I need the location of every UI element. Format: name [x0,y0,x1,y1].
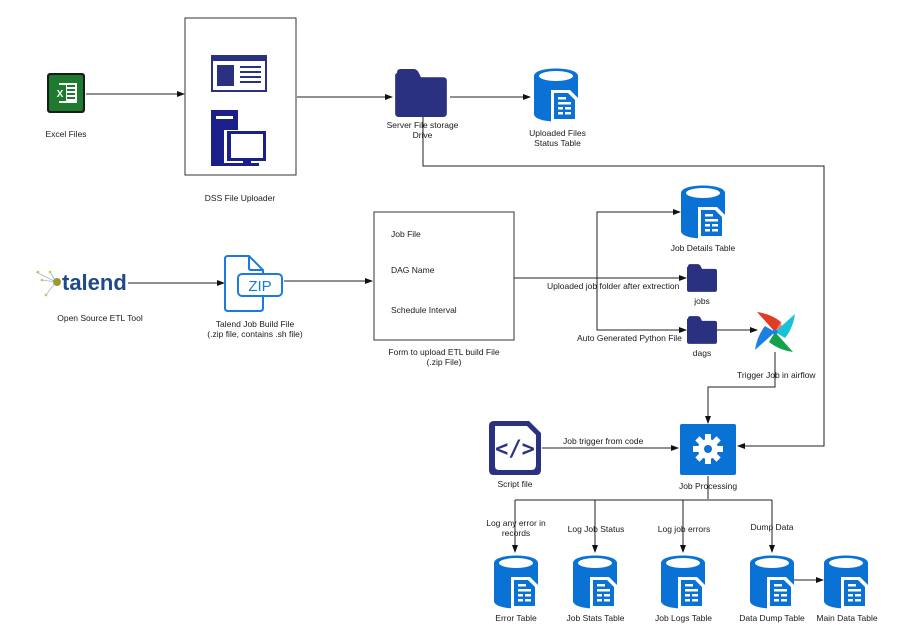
form-label-2: (.zip File) [426,357,462,367]
log-error-edge-label-1: Log any error in [486,518,546,528]
edge-server-to-processing [422,115,825,449]
dags-label: dags [692,348,712,358]
edge-airflow-to-processing [705,352,776,424]
zip-file-icon: ZIP [224,255,283,312]
airflow-pinwheel-icon [755,312,795,352]
dss-uploader-label: DSS File Uploader [204,193,276,203]
trigger-airflow-edge-label: Trigger Job in airflow [737,370,816,380]
talend-logo: talend [35,270,127,297]
uploaded-job-folder-edge-label: Uploaded job folder after extrection [547,281,680,291]
connectors [86,91,825,583]
data-dump-table-label: Data Dump Table [739,613,805,623]
job-details-label: Job Details Table [670,243,736,253]
jobs-label: jobs [694,296,710,306]
dags-folder-icon [687,316,717,344]
job-logs-table-label: Job Logs Table [654,613,713,623]
upload-form-box [373,211,515,341]
server-storage-label-1: Server File storage [386,120,459,130]
form-field-schedule-interval[interactable]: Schedule Interval [391,305,457,315]
error-table-db-icon [494,555,538,609]
talend-label: Open Source ETL Tool [57,313,143,323]
svg-text:ZIP: ZIP [248,278,271,295]
svg-text:talend: talend [62,270,127,295]
error-table-label: Error Table [495,613,537,623]
excel-files-label: Excel Files [45,129,87,139]
server-folder-icon [395,69,447,117]
uploaded-status-label-2: Status Table [534,138,581,148]
edge-form-to-jobdetails [514,209,681,279]
job-stats-db-icon [573,555,617,609]
server-storage-label-2: Drive [412,130,433,140]
zip-label-2: (.zip file, contains .sh file) [207,329,303,339]
svg-text:</>: </> [495,437,535,462]
log-status-edge-label: Log Job Status [567,524,625,534]
uploaded-status-db-icon [534,68,578,122]
desktop-computer-icon [211,110,268,166]
zip-label-1: Talend Job Build File [215,319,295,329]
trigger-code-edge-label: Job trigger from code [563,436,644,446]
code-file-icon: </> [489,421,541,475]
job-details-db-icon [681,185,725,239]
form-field-job-file[interactable]: Job File [391,229,421,239]
svg-text:X: X [57,89,64,100]
log-job-errors-edge-label: Log job errors [657,524,711,534]
main-data-table-label: Main Data Table [816,613,878,623]
dump-data-edge-label: Dump Data [750,522,794,532]
jobs-folder-icon [687,264,717,292]
script-file-label: Script file [497,479,533,489]
web-form-icon [211,55,267,92]
form-label-1: Form to upload ETL build File [388,347,500,357]
auto-python-edge-label: Auto Generated Python File [577,333,682,343]
uploaded-status-label-1: Uploaded Files [529,128,586,138]
main-data-db-icon [824,555,868,609]
job-stats-table-label: Job Stats Table [566,613,625,623]
job-processing-label: Job Processing [678,481,738,491]
form-field-dag-name[interactable]: DAG Name [391,265,435,275]
job-logs-db-icon [661,555,705,609]
excel-icon: X [47,73,85,113]
edge-form-to-dags [596,278,687,333]
log-error-edge-label-2: records [501,528,531,538]
data-dump-db-icon [750,555,794,609]
gear-icon [680,424,736,475]
